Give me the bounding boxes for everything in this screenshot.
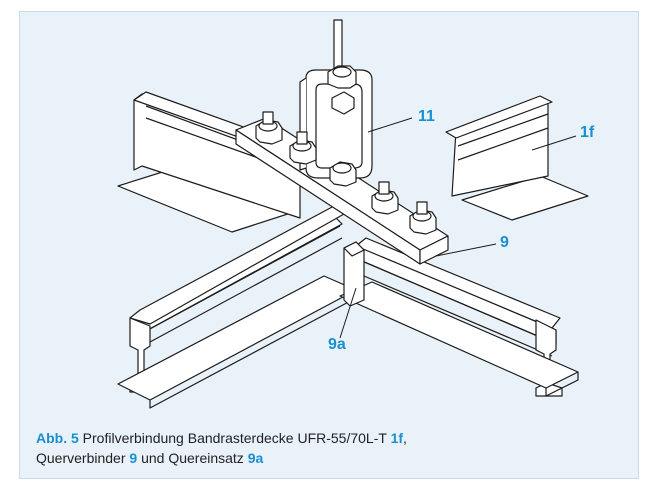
profile-1f-top-right xyxy=(445,95,553,139)
caption-text-1: Profilverbindung Bandrasterdecke UFR-55/… xyxy=(78,430,391,446)
bolt-nuts xyxy=(255,65,437,235)
caption-ref-9: 9 xyxy=(129,450,138,466)
caption-label: Abb. 5 xyxy=(36,430,79,446)
profile-front-right-top xyxy=(355,237,561,329)
profile-front-right-end xyxy=(535,319,563,397)
callout-11: 11 xyxy=(418,108,435,125)
caption-comma: , xyxy=(403,430,407,446)
figure-caption: Abb. 5 Profilverbindung Bandrasterdecke … xyxy=(36,428,626,468)
connector-9-end xyxy=(419,235,449,265)
profile-1f-right-flange xyxy=(461,175,589,221)
leader-11 xyxy=(367,117,413,133)
leader-9a xyxy=(339,287,357,339)
caption-text-2: Querverbinder xyxy=(36,450,130,466)
technical-drawing xyxy=(117,19,589,409)
leader-9 xyxy=(435,243,497,257)
callout-9: 9 xyxy=(500,234,509,251)
insert-9a-top xyxy=(343,241,365,257)
caption-ref-1f: 1f xyxy=(390,430,404,446)
callout-1f: 1f xyxy=(580,124,595,141)
leader-1f xyxy=(531,135,577,151)
caption-ref-9a: 9a xyxy=(247,450,264,466)
caption-text-3: und Quereinsatz xyxy=(137,450,248,466)
hanger-rod xyxy=(333,19,343,73)
callout-9a: 9a xyxy=(328,336,346,353)
